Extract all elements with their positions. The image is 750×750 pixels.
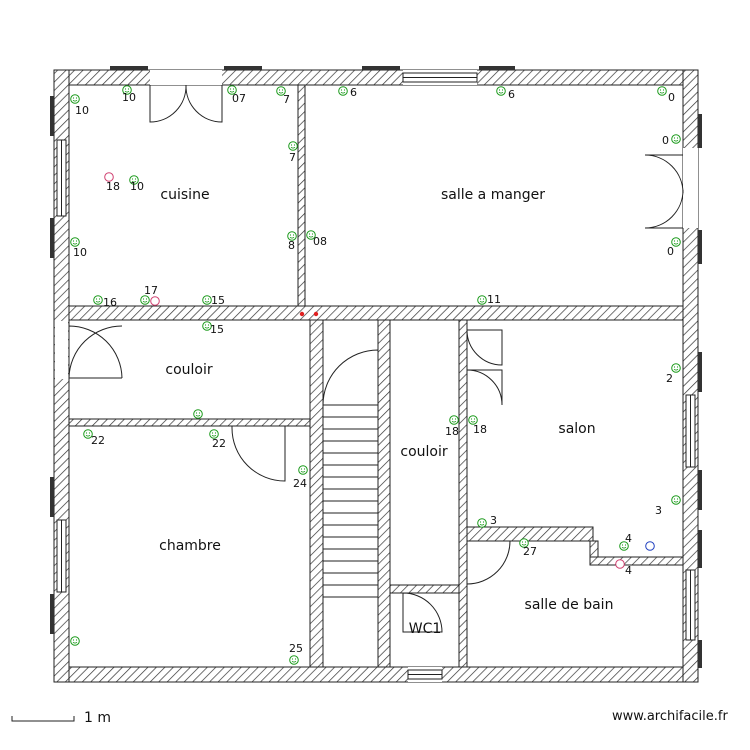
alert-icons <box>104 172 655 569</box>
marker-label: 10 <box>73 246 87 259</box>
marker-label: 18 <box>445 425 459 438</box>
marker-label: 7 <box>283 93 290 106</box>
marker-label: 4 <box>625 564 632 577</box>
windows <box>56 72 696 680</box>
marker-label: 15 <box>210 323 224 336</box>
marker-label: 0 <box>668 91 675 104</box>
inner-walls <box>68 84 684 668</box>
marker-label: 18 <box>473 423 487 436</box>
room-label-couloir-left: couloir <box>165 362 213 378</box>
room-label-wc: WC1 <box>408 621 442 637</box>
marker-label: 08 <box>313 235 327 248</box>
marker-label: 6 <box>350 86 357 99</box>
sensor-icons <box>70 85 681 665</box>
site-credit: www.archifacile.fr <box>612 709 728 724</box>
wall-openings <box>55 70 698 682</box>
marker-label: 2 <box>666 372 673 385</box>
marker-label: 6 <box>508 88 515 101</box>
scale-label: 1 m <box>84 710 111 726</box>
room-label-cuisine: cuisine <box>160 187 210 203</box>
marker-label: 0 <box>667 245 674 258</box>
marker-label: 18 <box>106 180 120 193</box>
room-label-salon: salon <box>558 421 596 437</box>
marker-label: 07 <box>232 92 246 105</box>
marker-label: 10 <box>122 91 136 104</box>
marker-label: 8 <box>288 239 295 252</box>
marker-label: 17 <box>144 284 158 297</box>
marker-label: 3 <box>655 504 662 517</box>
marker-label: 24 <box>293 477 307 490</box>
marker-label: 11 <box>487 293 501 306</box>
marker-label: 16 <box>103 296 117 309</box>
marker-label: 10 <box>130 180 144 193</box>
marker-label: 3 <box>490 514 497 527</box>
marker-label: 0 <box>662 134 669 147</box>
marker-label: 22 <box>212 437 226 450</box>
outer-walls <box>53 69 699 683</box>
marker-label: 25 <box>289 642 303 655</box>
marker-label: 10 <box>75 104 89 117</box>
marker-label: 27 <box>523 545 537 558</box>
marker-label: 7 <box>289 151 296 164</box>
marker-label: 15 <box>211 294 225 307</box>
room-label-salle-a-manger: salle a manger <box>440 187 546 203</box>
room-label-chambre: chambre <box>159 538 221 554</box>
room-label-salle-de-bain: salle de bain <box>524 597 614 613</box>
marker-label: 22 <box>91 434 105 447</box>
marker-label: 4 <box>625 532 632 545</box>
room-label-couloir-center: couloir <box>400 444 448 460</box>
staircase <box>323 404 378 598</box>
shutters <box>50 66 702 668</box>
scale-bar <box>11 716 75 722</box>
